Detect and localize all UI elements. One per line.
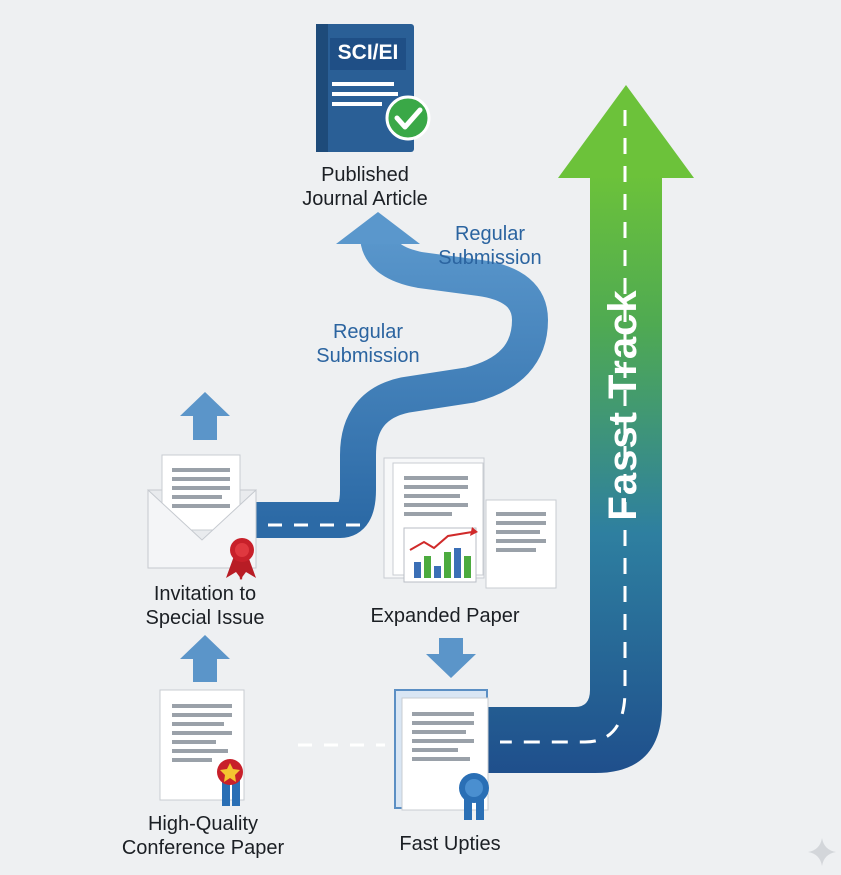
regular-submission-lower-label: Regular Submission	[298, 320, 438, 368]
fast-updates-text: Fast Upties	[399, 833, 501, 855]
fast-track-text: Fasst Track	[600, 289, 645, 521]
ribbon-seal-icon	[226, 538, 256, 580]
regular-path-arrowhead	[336, 212, 420, 244]
conference-paper-label: High-Quality Conference Paper	[98, 812, 308, 860]
expanded-paper-text: Expanded Paper	[370, 605, 520, 627]
sparkle-icon	[808, 838, 836, 866]
ribbon-seal-icon	[459, 773, 489, 820]
journal-badge-text: SCI/EI	[337, 41, 399, 64]
invitation-line1: Invitation to	[153, 583, 257, 605]
check-icon	[385, 95, 431, 141]
regular-upper-line1: Regular	[454, 223, 526, 245]
regular-submission-path	[250, 212, 548, 538]
journal-book-icon	[316, 24, 431, 152]
conference-line2: Conference Paper	[121, 837, 285, 859]
envelope-icon	[147, 454, 257, 580]
conference-paper-icon	[159, 689, 245, 806]
bar-chart-icon	[403, 527, 478, 583]
ribbon-seal-icon	[217, 759, 243, 806]
down-arrow-icon	[426, 638, 476, 678]
journal-label-line2: Journal Article	[302, 188, 428, 210]
journal-label-line1: Published	[321, 164, 409, 186]
regular-upper-line2: Submission	[438, 247, 542, 269]
regular-submission-upper-label: Regular Submission	[420, 222, 560, 270]
conference-line1: High-Quality	[147, 813, 259, 835]
expanded-paper-label: Expanded Paper	[350, 604, 540, 628]
fast-updates-icon	[394, 689, 489, 820]
fast-updates-label: Fast Upties	[370, 832, 530, 856]
invitation-label: Invitation to Special Issue	[120, 582, 290, 630]
regular-lower-line2: Submission	[316, 345, 420, 367]
regular-lower-line1: Regular	[332, 321, 404, 343]
fast-track-arrowhead	[558, 85, 694, 178]
journal-label: Published Journal Article	[260, 163, 470, 211]
journal-badge: SCI/EI	[330, 40, 406, 65]
expanded-paper-icon	[383, 457, 557, 589]
invitation-line2: Special Issue	[145, 607, 265, 629]
fast-track-label: Fasst Track	[583, 289, 663, 520]
up-arrow-icon	[180, 392, 230, 440]
fast-track-arrow	[480, 85, 694, 773]
up-arrow-icon	[180, 635, 230, 682]
